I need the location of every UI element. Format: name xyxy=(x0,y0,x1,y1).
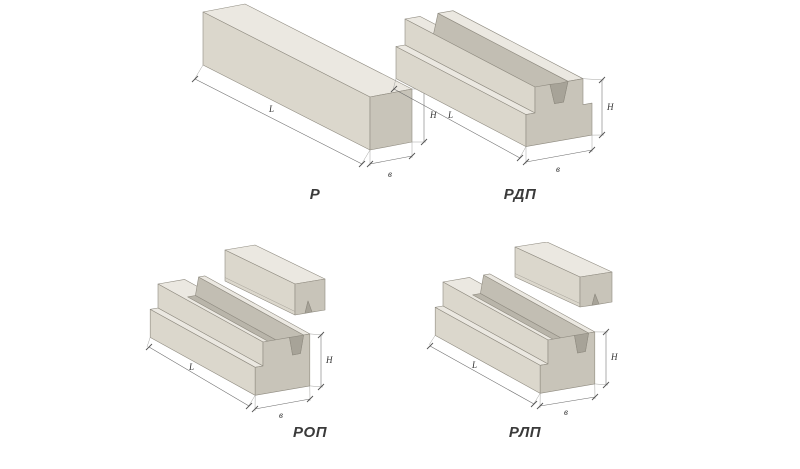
figure-rdp-drawing: L в H xyxy=(390,10,614,174)
dimension-ticks xyxy=(191,75,428,168)
figure-rlp-label: РЛП xyxy=(508,424,542,441)
dim-label-length: L xyxy=(188,362,194,372)
dimension-lines: L в H xyxy=(426,328,618,417)
figure-r-label: Р xyxy=(309,186,321,203)
figure-rop-label: РОП xyxy=(293,424,327,441)
extension-lines xyxy=(392,78,605,164)
companion-end-notch xyxy=(591,293,600,306)
dim-label-height: H xyxy=(610,352,618,362)
extension-lines xyxy=(193,64,426,166)
dimension-ticks xyxy=(426,328,610,410)
dim-label-length: L xyxy=(471,360,477,370)
figure-rop: L в H РОП xyxy=(145,242,475,441)
dim-label-length: L xyxy=(268,104,274,114)
dimension-lines: L в H xyxy=(191,64,437,179)
dim-label-height: H xyxy=(325,355,333,365)
dimension-line-b xyxy=(539,396,596,407)
companion-groove-edge xyxy=(224,277,296,312)
dimension-lines: L в H xyxy=(145,331,333,420)
dim-label-length: L xyxy=(447,110,453,120)
figure-rdp-label: РДП xyxy=(503,186,537,203)
dimension-line-b xyxy=(369,155,413,165)
end-notch-shadow xyxy=(549,81,569,104)
dimension-line-l xyxy=(429,345,535,405)
companion-groove-edge xyxy=(514,273,581,304)
dimension-ticks xyxy=(145,331,325,413)
dim-label-width: в xyxy=(556,164,560,174)
dimension-line-l xyxy=(194,78,363,165)
beam-two-shelves xyxy=(395,10,593,147)
figure-rdp: L в H РДП xyxy=(390,2,650,203)
dim-label-height: H xyxy=(429,110,437,120)
figure-rop-drawing: L в H xyxy=(145,244,333,420)
dimension-line-l xyxy=(393,88,521,159)
extension-lines xyxy=(146,333,324,412)
figure-r-drawing: L в H xyxy=(191,3,437,179)
dimension-line-b xyxy=(254,398,311,410)
figure-rlp: L в H РЛП xyxy=(420,242,630,441)
dimension-lines: L в H xyxy=(390,76,614,174)
dim-label-height: H xyxy=(606,102,614,112)
dim-label-width: в xyxy=(279,410,283,420)
figure-rlp-drawing: L в H xyxy=(426,242,618,417)
extension-lines xyxy=(428,331,609,409)
main-beam-one-shelf xyxy=(434,273,596,394)
figure-r: L в H Р xyxy=(175,2,455,203)
beam-plain xyxy=(202,3,413,151)
dimension-ticks xyxy=(390,76,606,166)
dim-label-width: в xyxy=(388,169,392,179)
dim-label-width: в xyxy=(564,407,568,417)
end-notch-shadow xyxy=(574,332,589,354)
companion-beam xyxy=(224,244,326,316)
end-notch-shadow xyxy=(289,334,304,356)
dimension-line-l xyxy=(148,346,250,407)
dimension-line-b xyxy=(525,149,593,163)
main-beam-one-shelf xyxy=(149,275,311,396)
companion-beam xyxy=(514,242,613,308)
companion-end-notch xyxy=(304,300,313,314)
